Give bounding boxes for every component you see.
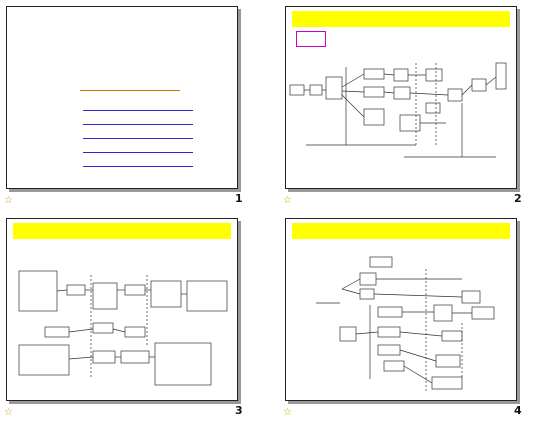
slide-thumbnail-3[interactable]: ☆ 3 bbox=[0, 212, 279, 424]
slide-2-flow-diagram bbox=[289, 62, 507, 158]
slide-thumbnail-2[interactable]: ☆ 2 bbox=[279, 0, 558, 212]
toc-link[interactable] bbox=[83, 143, 193, 153]
slide-2-heading-band bbox=[292, 11, 510, 27]
toc-link[interactable] bbox=[83, 115, 193, 125]
slide-number: 4 bbox=[514, 404, 522, 417]
slide-1-toc-list bbox=[83, 101, 193, 171]
star-icon: ☆ bbox=[283, 195, 292, 206]
slide-number: 3 bbox=[235, 404, 243, 417]
slide-3-heading-band bbox=[13, 223, 231, 239]
slide-3-canvas bbox=[6, 218, 238, 401]
slide-number: 1 bbox=[235, 192, 243, 205]
knowledge-frame-box bbox=[296, 31, 326, 47]
slide-3-flow-diagram bbox=[18, 270, 228, 386]
slide-number: 2 bbox=[514, 192, 522, 205]
slide-4-heading-band bbox=[292, 223, 510, 239]
slide-thumbnail-4[interactable]: ☆ 4 bbox=[279, 212, 558, 424]
slide-1-canvas bbox=[6, 6, 238, 189]
slide-4-canvas bbox=[285, 218, 517, 401]
toc-link[interactable] bbox=[83, 101, 193, 111]
star-icon: ☆ bbox=[4, 407, 13, 418]
slide-1-divider bbox=[80, 90, 180, 91]
toc-link[interactable] bbox=[83, 129, 193, 139]
slide-thumbnail-1[interactable]: ☆ 1 bbox=[0, 0, 279, 212]
toc-link[interactable] bbox=[83, 157, 193, 167]
slide-2-canvas bbox=[285, 6, 517, 189]
slide-4-flow-diagram bbox=[316, 256, 495, 391]
star-icon: ☆ bbox=[4, 195, 13, 206]
star-icon: ☆ bbox=[283, 407, 292, 418]
